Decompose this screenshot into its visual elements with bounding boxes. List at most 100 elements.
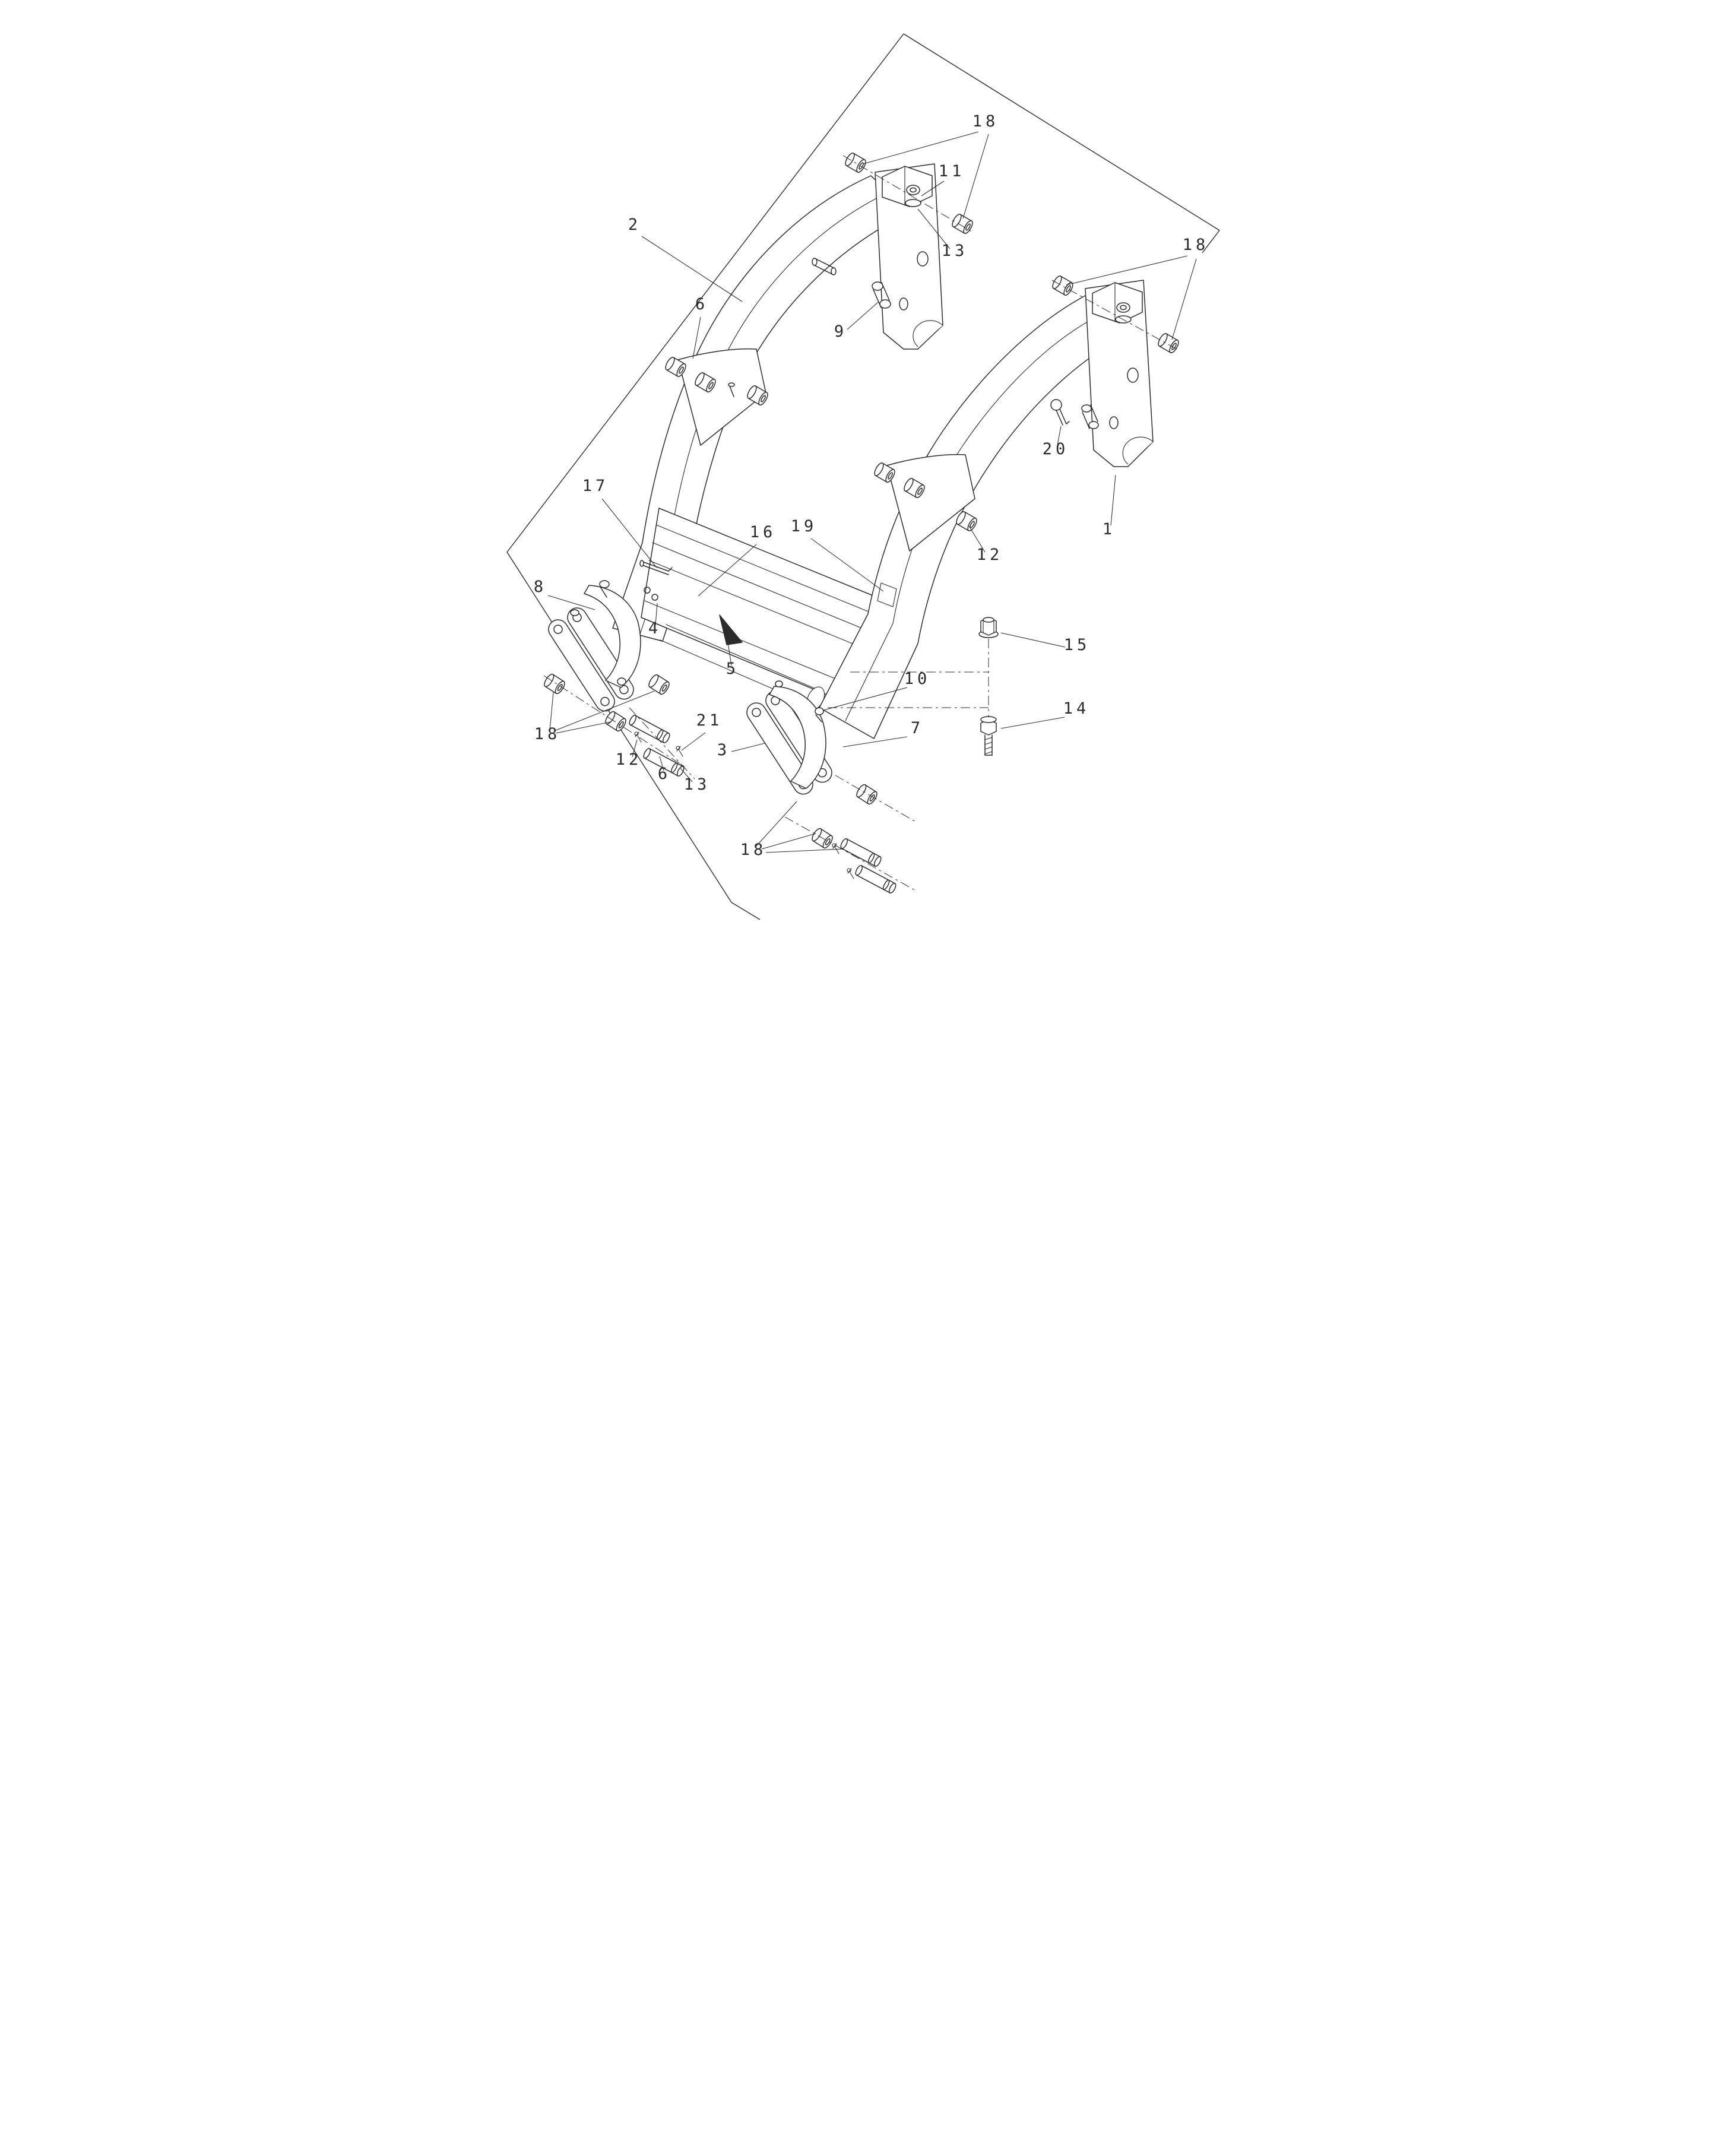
front-loader-arm: [819, 295, 1126, 739]
callouts-layer: 18 11 13 2 18 6 9 20 1 17 16 19 12 8 4 15 5 10 18 21 12 3 7 14 6…: [534, 112, 1209, 859]
callout-item-11-1: 11: [939, 162, 965, 180]
leader-line-item-18: [1066, 255, 1188, 286]
gusset-stud: [728, 382, 735, 397]
leader-line-item-5: [724, 623, 732, 666]
leader-line-item-17: [601, 498, 657, 568]
callout-item-4-14: 4: [648, 619, 661, 638]
leader-line-item-6: [692, 316, 701, 359]
left-gusset-plate: [663, 348, 770, 446]
leader-line-item-15: [1000, 632, 1066, 648]
callout-item-1-8: 1: [1103, 520, 1116, 538]
leader-line-item-3: [731, 743, 765, 752]
pin-6: [854, 864, 898, 895]
callout-item-7-22: 7: [911, 719, 924, 737]
callout-item-13-2: 13: [942, 242, 968, 260]
link-pin: [617, 677, 626, 686]
tower-pin: [1081, 404, 1099, 429]
callout-item-5-16: 5: [726, 660, 739, 678]
leader-line-item-12: [632, 739, 638, 758]
leader-line-item-18: [962, 134, 989, 219]
panel-hole: [644, 587, 651, 594]
cotter-pin-20: [1050, 399, 1070, 426]
bushing-18: [603, 709, 628, 733]
upper-left-tower: [872, 163, 943, 350]
leader-line-item-10: [823, 687, 908, 711]
hex-bolt-14: [980, 716, 997, 756]
leader-line-item-13: [680, 768, 693, 782]
callout-item-12-12: 12: [977, 546, 1003, 564]
bucket-stop-hook-5: [719, 614, 743, 645]
diagram-sheet: 18 11 13 2 18 6 9 20 1 17 16 19 12 8 4 15 5 10 18 21 12 3 7 14 6…: [488, 0, 1248, 938]
center-latch-assembly: [743, 680, 836, 799]
callout-item-20-7: 20: [1043, 440, 1069, 458]
pivot-pin-10: [815, 707, 824, 723]
pivot-pin-9: [872, 281, 891, 309]
grease-fitting-12: [634, 731, 642, 743]
grease-fitting: [832, 843, 840, 854]
bushing-18: [542, 672, 567, 696]
callout-item-19-11: 19: [791, 517, 818, 536]
link-pin: [570, 609, 579, 616]
leader-line-item-14: [1000, 717, 1065, 729]
grease-fitting-21: [676, 746, 683, 757]
callout-item-14-23: 14: [1063, 699, 1090, 718]
leader-line-item-18: [761, 833, 816, 850]
callout-item-9-6: 9: [834, 322, 847, 341]
leader-line-item-18: [555, 721, 611, 734]
callout-item-21-19: 21: [696, 711, 723, 730]
leader-line-item-19: [810, 538, 884, 592]
leader-line-item-18: [765, 848, 844, 853]
leader-line-item-18: [549, 692, 554, 731]
callout-item-13-25: 13: [684, 775, 711, 794]
bushing-18: [1156, 331, 1181, 355]
callout-item-12-20: 12: [616, 750, 642, 769]
bushing-18: [1050, 274, 1075, 297]
leader-line-item-12: [968, 525, 986, 553]
leader-line-item-20: [1057, 426, 1062, 446]
flange-nut-15: [978, 617, 999, 638]
callout-item-18-0: 18: [972, 112, 999, 131]
latch-pivot-pin: [599, 580, 610, 598]
callout-item-16-10: 16: [750, 523, 777, 541]
leader-line-item-7: [842, 736, 908, 747]
leader-line-item-18: [863, 131, 979, 164]
callout-item-6-24: 6: [658, 765, 671, 783]
callout-item-8-13: 8: [534, 578, 547, 596]
leader-line-item-6: [659, 756, 664, 771]
grease-fitting: [847, 868, 854, 879]
leader-line-item-18: [756, 801, 797, 847]
callout-item-18-18: 18: [534, 725, 561, 743]
right-gusset-plate: [872, 454, 979, 552]
callout-item-2-3: 2: [628, 216, 641, 234]
pin-6: [839, 837, 883, 868]
callout-item-3-21: 3: [717, 741, 730, 759]
clevis-pin-11: [905, 185, 921, 207]
bushing-18: [854, 782, 879, 806]
callout-item-6-5: 6: [695, 295, 708, 313]
upper-right-tower: [1081, 280, 1154, 467]
pin-6: [628, 714, 671, 744]
leader-line-item-13: [917, 208, 951, 249]
callout-item-18-4: 18: [1183, 236, 1209, 254]
leader-line-item-4: [655, 603, 658, 626]
callout-item-17-9: 17: [582, 477, 609, 495]
callout-item-15-15: 15: [1064, 636, 1091, 654]
parts-diagram-canvas: 18 11 13 2 18 6 9 20 1 17 16 19 12 8 4 15 5 10 18 21 12 3 7 14 6…: [488, 0, 1248, 938]
roll-pin-detail: [812, 258, 837, 275]
leader-line-item-21: [681, 732, 706, 751]
leader-line-item-11: [921, 180, 945, 197]
sheet-border: [506, 33, 1220, 920]
leader-line-item-8: [547, 595, 595, 610]
leader-line-item-1: [1110, 474, 1116, 526]
leader-line-item-16: [698, 544, 757, 597]
leader-line-item-2: [641, 236, 743, 302]
callout-item-10-17: 10: [904, 670, 931, 688]
leader-line-item-9: [847, 302, 879, 330]
panel-hole: [651, 594, 658, 601]
bushing-18: [950, 212, 975, 236]
centerlines: [543, 155, 1177, 891]
callout-item-18-26: 18: [740, 841, 767, 859]
decal-19: [877, 582, 897, 607]
leader-line-item-18: [554, 690, 655, 731]
loose-bushings: [542, 151, 1181, 850]
